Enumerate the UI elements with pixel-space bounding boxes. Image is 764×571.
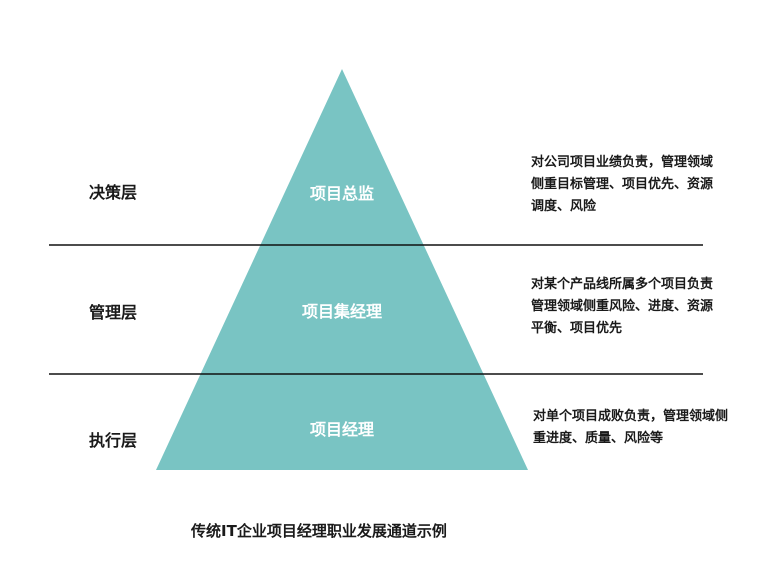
diagram-caption: 传统IT企业项目经理职业发展通道示例 [191,522,447,540]
role-label-project-manager: 项目经理 [309,420,374,439]
description-line: 对单个项目成败负责，管理领域侧 [533,409,729,424]
description-line: 对公司项目业绩负责，管理领域 [531,155,714,170]
description-line: 侧重目标管理、项目优先、资源 [531,177,714,192]
role-label-project-director: 项目总监 [309,184,374,203]
role-label-program-manager: 项目集经理 [301,302,382,321]
layer-label-decision: 决策层 [89,183,138,202]
description-line: 平衡、项目优先 [531,321,623,336]
description-execution: 对单个项目成败负责，管理领域侧 重进度、质量、风险等 [533,406,728,450]
layer-label-execution: 执行层 [89,431,138,450]
layer-label-management: 管理层 [89,303,138,322]
description-line: 对某个产品线所属多个项目负责 [531,277,714,292]
description-decision: 对公司项目业绩负责，管理领域 侧重目标管理、项目优先、资源 调度、风险 [531,152,713,218]
description-management: 对某个产品线所属多个项目负责 管理领域侧重风险、进度、资源 平衡、项目优先 [531,274,713,340]
pyramid-shape [156,69,528,470]
description-line: 管理领域侧重风险、进度、资源 [531,299,714,314]
description-line: 调度、风险 [531,199,597,214]
description-line: 重进度、质量、风险等 [533,431,664,446]
